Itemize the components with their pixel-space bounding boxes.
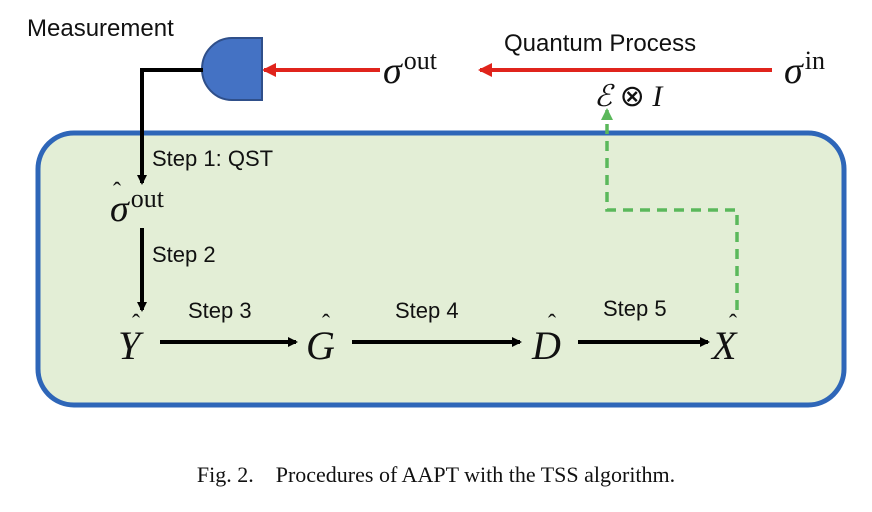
step4-label: Step 4 — [395, 298, 459, 323]
step5-label: Step 5 — [603, 296, 667, 321]
step1-label: Step 1: QST — [152, 146, 274, 171]
sigma-out-superscript: out — [403, 46, 437, 75]
measurement-detector-icon — [201, 37, 263, 101]
G-hat-mark: ˆ — [322, 311, 330, 337]
process-box — [35, 130, 847, 408]
caption-prefix: Fig. 2. — [196, 462, 254, 487]
sigma-in-label: σin — [784, 48, 825, 92]
sigma-out-label: σout — [383, 48, 437, 92]
sigma-out-hat-superscript: out — [130, 184, 164, 213]
G-hat: G — [306, 323, 335, 368]
feedback-dashed-arrow — [601, 108, 739, 310]
sigma-symbol: σ — [383, 50, 402, 92]
sigma-symbol: σ — [110, 188, 129, 230]
quantum-process-label: Quantum Process — [504, 30, 697, 57]
channel-label: ℰ ⊗ I — [594, 82, 662, 112]
Y-hat-mark: ˆ — [132, 311, 140, 337]
X-hat: X — [712, 323, 737, 368]
sigma-out-hat-label: σout — [110, 186, 164, 230]
D-hat-mark: ˆ — [548, 311, 556, 337]
X-hat-mark: ˆ — [729, 311, 737, 337]
caption-text: Procedures of AAPT with the TSS algorith… — [275, 462, 676, 487]
figure-caption: Fig. 2. Procedures of AAPT with the TSS … — [0, 462, 872, 488]
identity-symbol: I — [652, 80, 663, 113]
sigma-in-superscript: in — [804, 46, 825, 75]
sigma-symbol: σ — [784, 50, 803, 92]
step1-arrow — [137, 68, 203, 185]
step3-label: Step 3 — [188, 298, 252, 323]
sigma-hat-mark: ˆ — [113, 179, 121, 205]
step2-label: Step 2 — [152, 242, 216, 267]
tensor-symbol: ⊗ — [619, 80, 645, 113]
Y-hat: Y — [118, 323, 141, 368]
measurement-label: Measurement — [27, 15, 174, 42]
channel-E-symbol: ℰ — [594, 80, 613, 113]
D-hat: D — [532, 323, 561, 368]
